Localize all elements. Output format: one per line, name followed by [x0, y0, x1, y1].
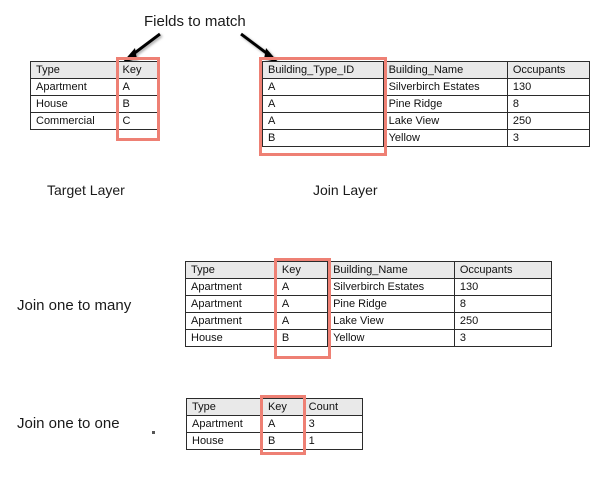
target-layer-label: Target Layer	[47, 182, 125, 198]
target-col-key: Key	[116, 61, 159, 79]
stray-dot	[152, 431, 155, 434]
oto-col-type: Type	[186, 398, 263, 416]
arrow-to-target-key-icon	[122, 32, 161, 63]
join-layer-label: Join Layer	[313, 182, 378, 198]
target-layer-table: Type Key Apartment A House B Commercial …	[30, 61, 159, 130]
otm-col-building-name: Building_Name	[327, 261, 455, 279]
cell-type: Apartment	[185, 278, 277, 296]
table-row: A Silverbirch Estates 130	[262, 78, 591, 96]
table-row: A Lake View 250	[262, 112, 591, 130]
join-layer-table: Building_Type_ID Building_Name Occupants…	[262, 61, 591, 147]
cell-type: Apartment	[186, 415, 263, 433]
cell-type: House	[186, 432, 263, 450]
cell-building-name: Silverbirch Estates	[327, 278, 455, 296]
cell-key: A	[275, 312, 329, 330]
table-row: B Yellow 3	[262, 129, 591, 147]
join-one-to-many-table: Type Key Building_Name Occupants Apartme…	[185, 261, 553, 347]
table-header-row: Type Key Building_Name Occupants	[185, 261, 553, 279]
cell-building-name: Yellow	[327, 329, 455, 347]
otm-col-occupants: Occupants	[453, 261, 553, 279]
table-header-row: Type Key	[30, 61, 159, 79]
join-col-occupants: Occupants	[506, 61, 591, 79]
table-header-row: Type Key Count	[186, 398, 364, 416]
cell-type: House	[30, 95, 118, 113]
table-row: Apartment A Lake View 250	[185, 312, 553, 330]
cell-building-name: Lake View	[327, 312, 455, 330]
cell-occupants: 8	[506, 95, 591, 113]
arrow-to-join-key-icon	[240, 32, 279, 63]
cell-occupants: 8	[453, 295, 553, 313]
cell-building-name: Pine Ridge	[327, 295, 455, 313]
section-divider	[8, 227, 592, 231]
cell-key: C	[116, 112, 159, 130]
table-row: Apartment A Pine Ridge 8	[185, 295, 553, 313]
oto-col-key: Key	[261, 398, 304, 416]
join-one-to-one-label: Join one to one	[17, 415, 120, 432]
cell-key: A	[261, 415, 304, 433]
cell-count: 3	[302, 415, 364, 433]
table-row: A Pine Ridge 8	[262, 95, 591, 113]
cell-building-type-id: B	[262, 129, 384, 147]
cell-building-name: Lake View	[382, 112, 508, 130]
cell-building-name: Silverbirch Estates	[382, 78, 508, 96]
join-col-building-name: Building_Name	[382, 61, 508, 79]
cell-building-type-id: A	[262, 95, 384, 113]
table-row: House B 1	[186, 432, 364, 450]
cell-type: House	[185, 329, 277, 347]
cell-key: B	[261, 432, 304, 450]
cell-building-name: Pine Ridge	[382, 95, 508, 113]
join-one-to-many-label: Join one to many	[17, 297, 132, 314]
cell-occupants: 3	[453, 329, 553, 347]
cell-occupants: 3	[506, 129, 591, 147]
cell-type: Apartment	[185, 312, 277, 330]
target-col-type: Type	[30, 61, 118, 79]
cell-key: B	[275, 329, 329, 347]
cell-key: A	[116, 78, 159, 96]
table-row: Apartment A 3	[186, 415, 364, 433]
table-header-row: Building_Type_ID Building_Name Occupants	[262, 61, 591, 79]
cell-count: 1	[302, 432, 364, 450]
cell-occupants: 130	[506, 78, 591, 96]
cell-key: A	[275, 295, 329, 313]
cell-key: A	[275, 278, 329, 296]
table-row: Apartment A	[30, 78, 159, 96]
cell-occupants: 250	[506, 112, 591, 130]
table-row: Apartment A Silverbirch Estates 130	[185, 278, 553, 296]
otm-col-type: Type	[185, 261, 277, 279]
oto-col-count: Count	[302, 398, 364, 416]
table-row: House B Yellow 3	[185, 329, 553, 347]
otm-col-key: Key	[275, 261, 329, 279]
join-one-to-one-table: Type Key Count Apartment A 3 House B 1	[186, 398, 364, 450]
table-row: House B	[30, 95, 159, 113]
cell-building-name: Yellow	[382, 129, 508, 147]
cell-occupants: 130	[453, 278, 553, 296]
join-col-building-type-id: Building_Type_ID	[262, 61, 384, 79]
cell-type: Apartment	[185, 295, 277, 313]
cell-occupants: 250	[453, 312, 553, 330]
cell-building-type-id: A	[262, 112, 384, 130]
cell-building-type-id: A	[262, 78, 384, 96]
cell-type: Commercial	[30, 112, 118, 130]
fields-to-match-label: Fields to match	[144, 13, 246, 30]
cell-type: Apartment	[30, 78, 118, 96]
table-row: Commercial C	[30, 112, 159, 130]
cell-key: B	[116, 95, 159, 113]
